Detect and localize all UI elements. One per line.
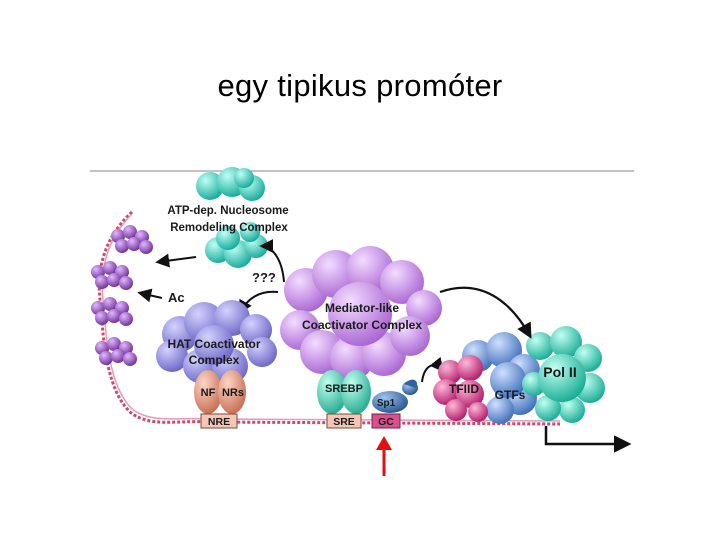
nre-label: NRE — [208, 416, 230, 428]
nrs-label: NRs — [222, 387, 244, 399]
tfiid-blob — [433, 355, 488, 422]
remodeling-label-1: ATP-dep. Nucleosome — [167, 205, 288, 217]
srebp-blob — [317, 370, 371, 414]
sre-label: SRE — [333, 416, 355, 428]
transcription-start-arrow — [544, 426, 632, 453]
pol2-label: Pol II — [543, 364, 576, 380]
sp1-blob — [372, 379, 418, 413]
mediator-complex-blob — [280, 246, 442, 380]
hat-label-1: HAT Coactivator — [167, 337, 260, 351]
hat-complex-blob — [156, 300, 277, 384]
mediator-label-1: Mediator-like — [325, 301, 399, 315]
remodeling-label-2: Remodeling Complex — [170, 222, 288, 234]
hat-label-2: Complex — [189, 353, 240, 367]
gtfs-label: GTFs — [495, 388, 526, 402]
sre-box — [326, 413, 362, 429]
gc-label: GC — [378, 416, 394, 428]
nrs-blob — [194, 370, 246, 414]
mediator-pol2-arrow — [439, 286, 532, 339]
nucleosome-3 — [91, 297, 133, 326]
nf-label: NF — [201, 387, 216, 399]
acetyl-label: Ac — [168, 290, 185, 305]
remodeling-complex-blob — [196, 167, 268, 268]
remodel-arrow — [155, 253, 197, 268]
nucleosome-4 — [95, 337, 137, 366]
ac-arrow — [137, 288, 163, 303]
unknown-arrow — [259, 239, 285, 283]
sp1-label: Sp1 — [377, 398, 396, 409]
red-pointer-arrow — [376, 436, 392, 476]
nre-box — [200, 413, 238, 429]
tfiid-label: TFIID — [449, 382, 479, 396]
nucleosome-2 — [91, 261, 133, 290]
slide-title: egy tipikus promóter — [217, 68, 503, 103]
nucleosome-1 — [111, 225, 153, 254]
srebp-label: SREBP — [325, 383, 363, 395]
dna-strand — [97, 210, 561, 426]
mediator-label-2: Coactivator Complex — [302, 318, 422, 332]
gc-box — [371, 413, 401, 429]
pol2-blob — [522, 326, 605, 423]
unknown-label: ??? — [252, 270, 276, 285]
